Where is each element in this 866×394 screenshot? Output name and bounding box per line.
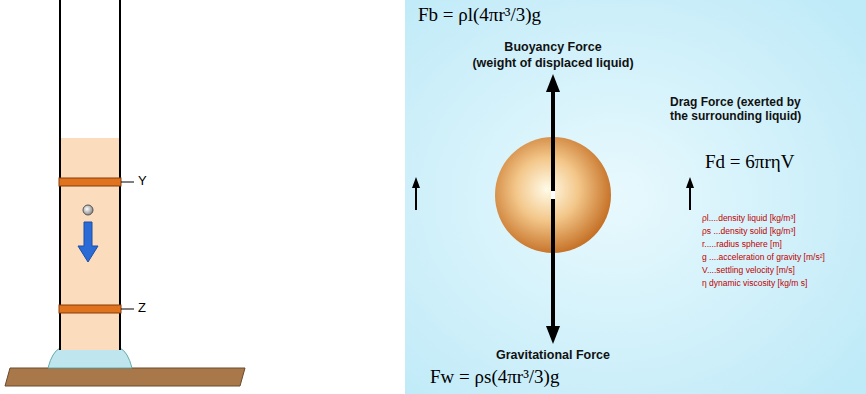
- buoyancy-formula: Fb = ρl(4πr³/3)g: [418, 4, 678, 26]
- force-subtitle: (weight of displaced liquid): [463, 56, 643, 70]
- symbol-note: ρs ...density solid [kg/m³]: [702, 227, 862, 237]
- symbol-note: V....settling velocity [m/s]: [702, 266, 862, 276]
- force-title: Drag Force (exerted by the surrounding l…: [670, 96, 820, 124]
- symbol-note: η dynamic viscosity [kg/m s]: [702, 279, 862, 289]
- drag-formula: Fd = 6πrηV: [705, 151, 855, 173]
- symbol-note: g ....acceleration of gravity [m/s²]: [702, 253, 862, 263]
- band-label: Z: [138, 301, 158, 316]
- symbol-note: r.....radius sphere [m]: [702, 240, 862, 250]
- force-title: Gravitational Force: [473, 348, 633, 362]
- force-arrows: [412, 74, 694, 344]
- band-label: Y: [138, 174, 158, 189]
- settling-tube: [5, 0, 245, 386]
- weight-formula: Fw = ρs(4πr³/3)g: [430, 366, 690, 388]
- force-panel: [405, 0, 866, 394]
- symbol-note: ρl....density liquid [kg/m³]: [702, 214, 862, 224]
- force-title: Buoyancy Force: [473, 40, 633, 54]
